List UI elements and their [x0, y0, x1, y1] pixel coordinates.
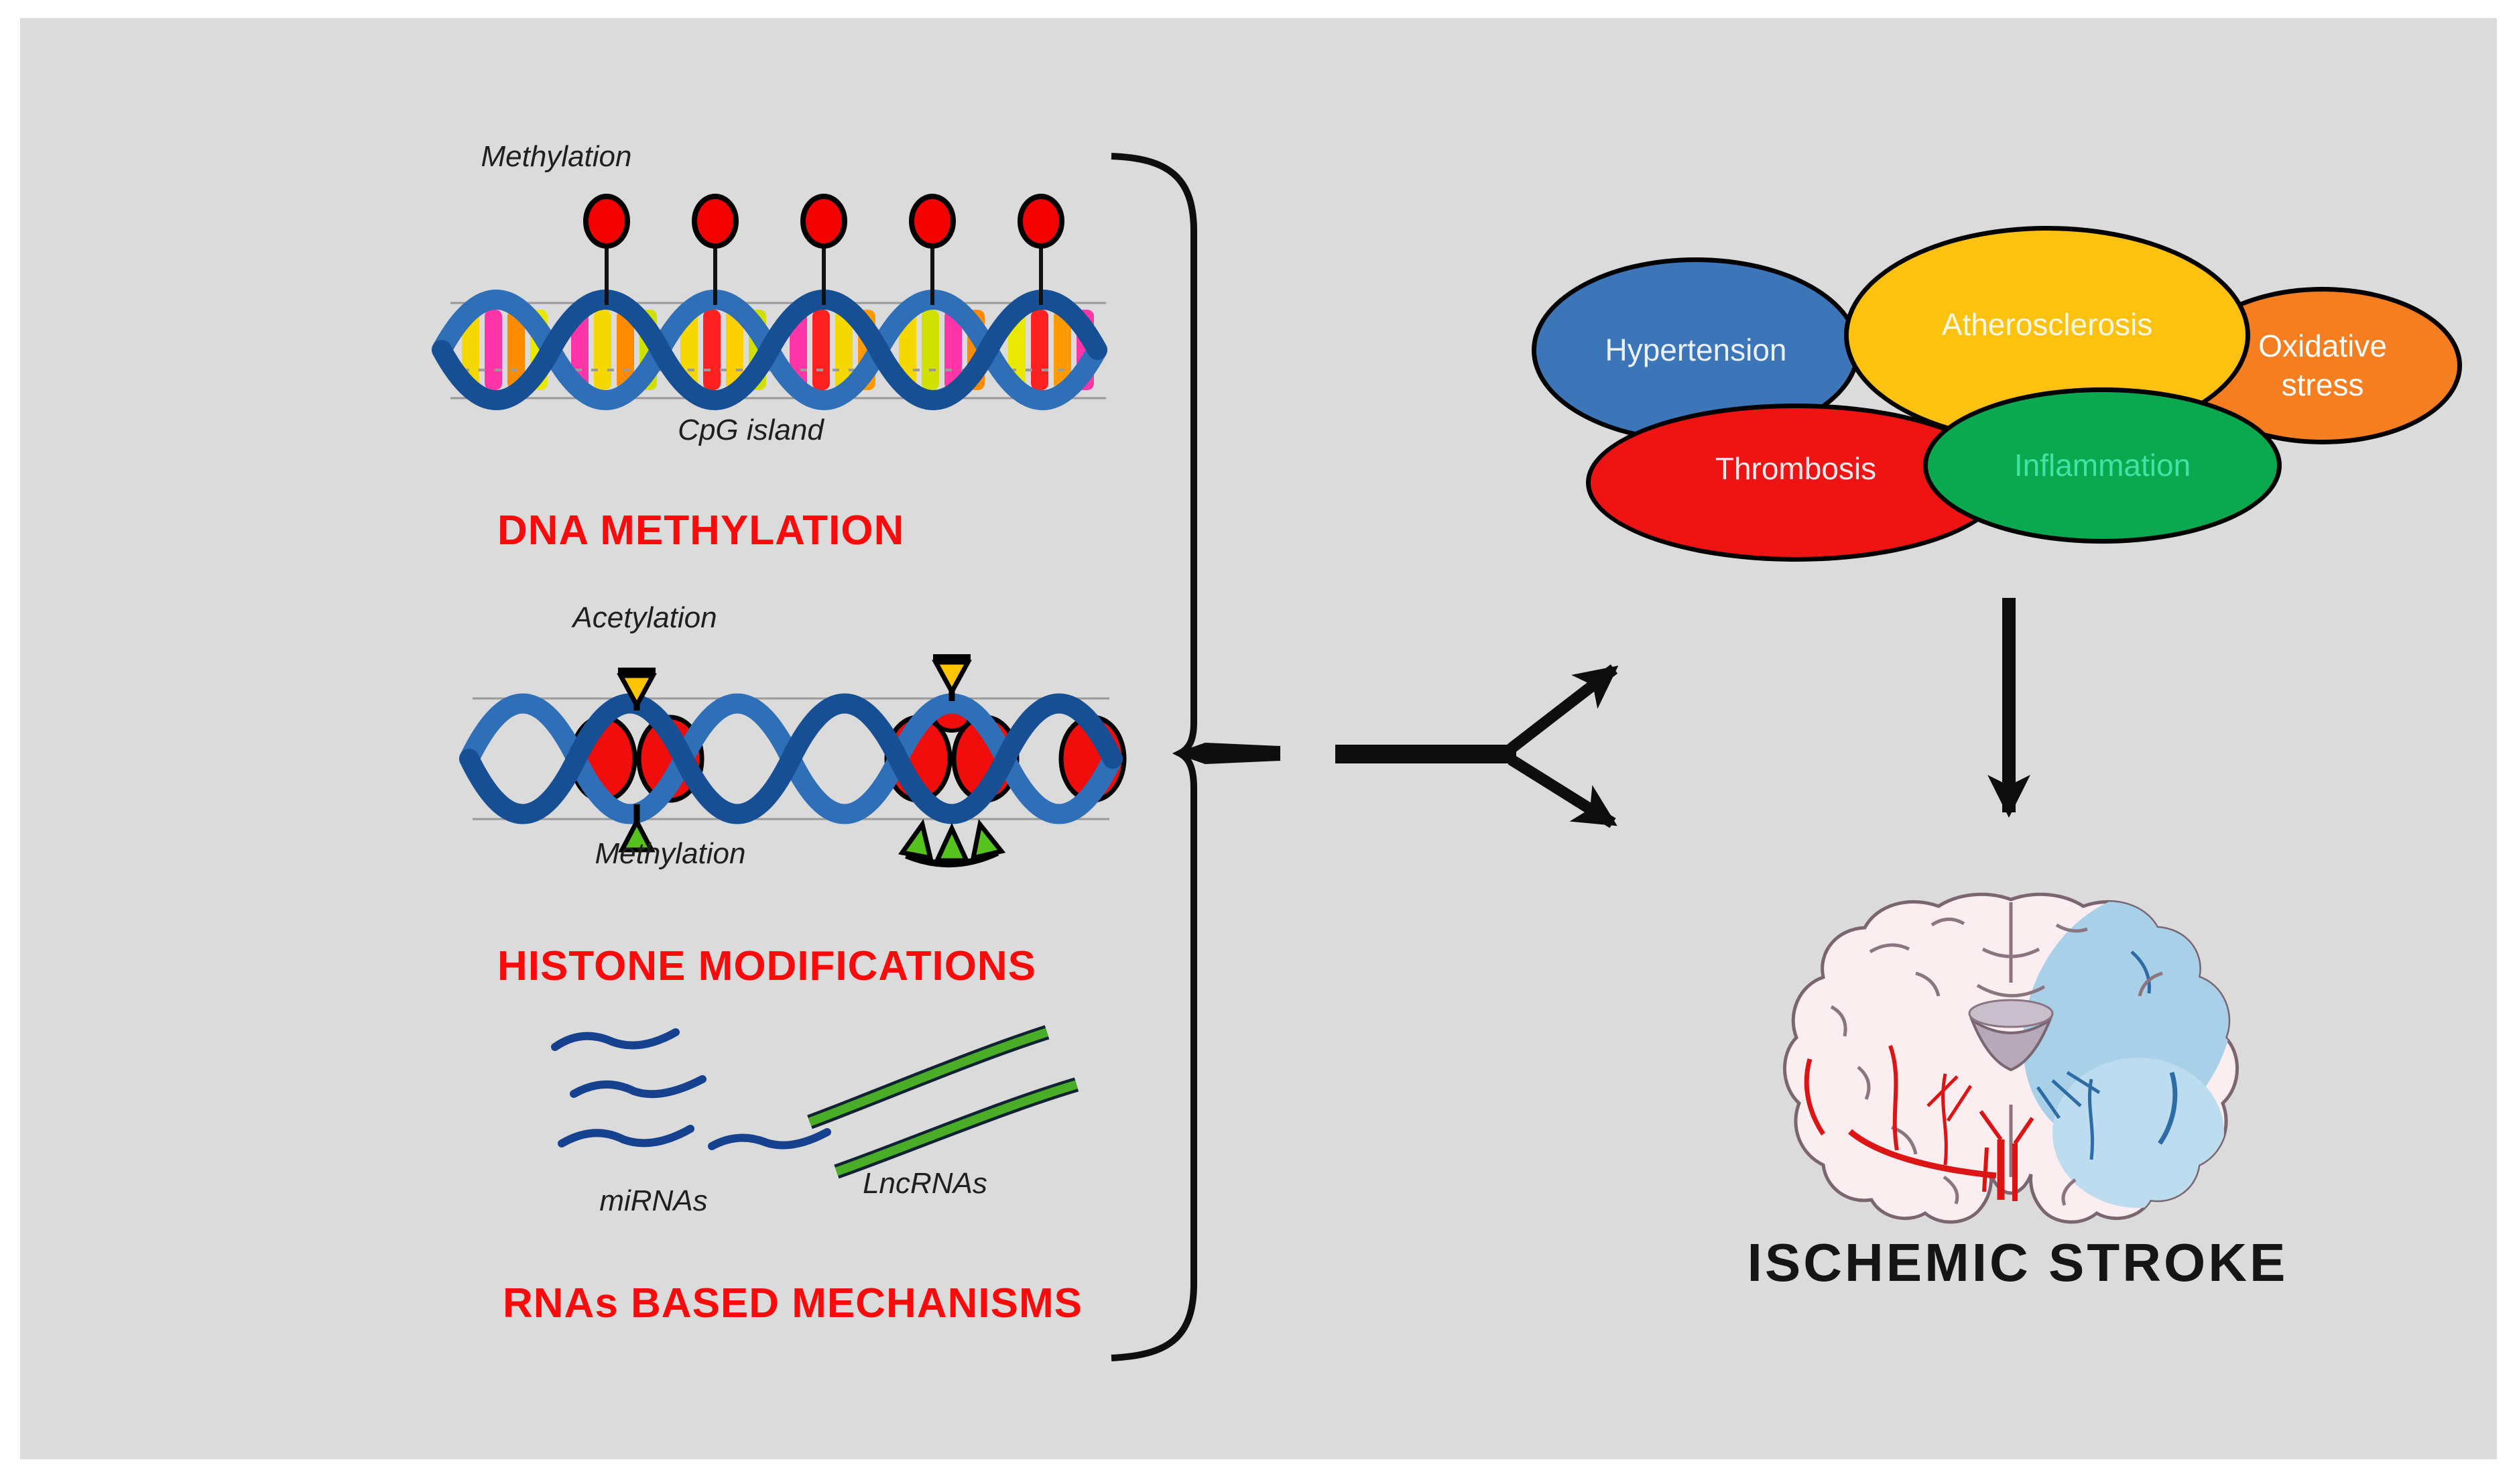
inflammation-ellipse: Inflammation	[1923, 387, 2282, 544]
midline-ventricles	[1968, 902, 2054, 1177]
histone-modification-illustration	[459, 654, 1127, 868]
mirna-illustration	[551, 1028, 831, 1150]
branch-arrow	[1335, 664, 1619, 828]
methyl-lollipop-icons	[583, 194, 1064, 305]
histone-modifications-heading: HISTONE MODIFICATIONS	[497, 943, 1037, 989]
oxidative-stress-label: Oxidative stress	[2258, 328, 2387, 402]
dna-strand-b	[432, 290, 1107, 410]
dna-methylation-illustration	[432, 194, 1107, 410]
lncrnas-label: LncRNAs	[863, 1167, 987, 1200]
methylation-mark-icons	[618, 804, 1006, 868]
ischemic-region	[2022, 894, 2235, 1208]
atherosclerosis-label: Atherosclerosis	[1941, 307, 2153, 343]
dna-methylation-heading: DNA METHYLATION	[497, 507, 905, 554]
thrombosis-label: Thrombosis	[1715, 451, 1877, 487]
inflammation-label: Inflammation	[2014, 447, 2191, 483]
ischemic-stroke-title: ISCHEMIC STROKE	[1747, 1233, 2288, 1292]
acetylation-label: Acetylation	[572, 601, 717, 634]
rna-mechanisms-heading: RNAs BASED MECHANISMS	[503, 1280, 1083, 1326]
brain-illustration	[1784, 859, 2274, 1222]
acetylation-mark-icons	[617, 654, 972, 710]
hypertension-label: Hypertension	[1605, 332, 1787, 367]
mirnas-label: miRNAs	[599, 1184, 708, 1217]
methylation-bottom-label: Methylation	[595, 837, 746, 870]
methylation-top-label: Methylation	[481, 140, 632, 173]
red-vessels	[1804, 1044, 2034, 1201]
lncrna-illustration	[807, 1025, 1079, 1179]
grouping-brace	[1111, 153, 1280, 1361]
cpg-island-label: CpG island	[678, 414, 824, 446]
